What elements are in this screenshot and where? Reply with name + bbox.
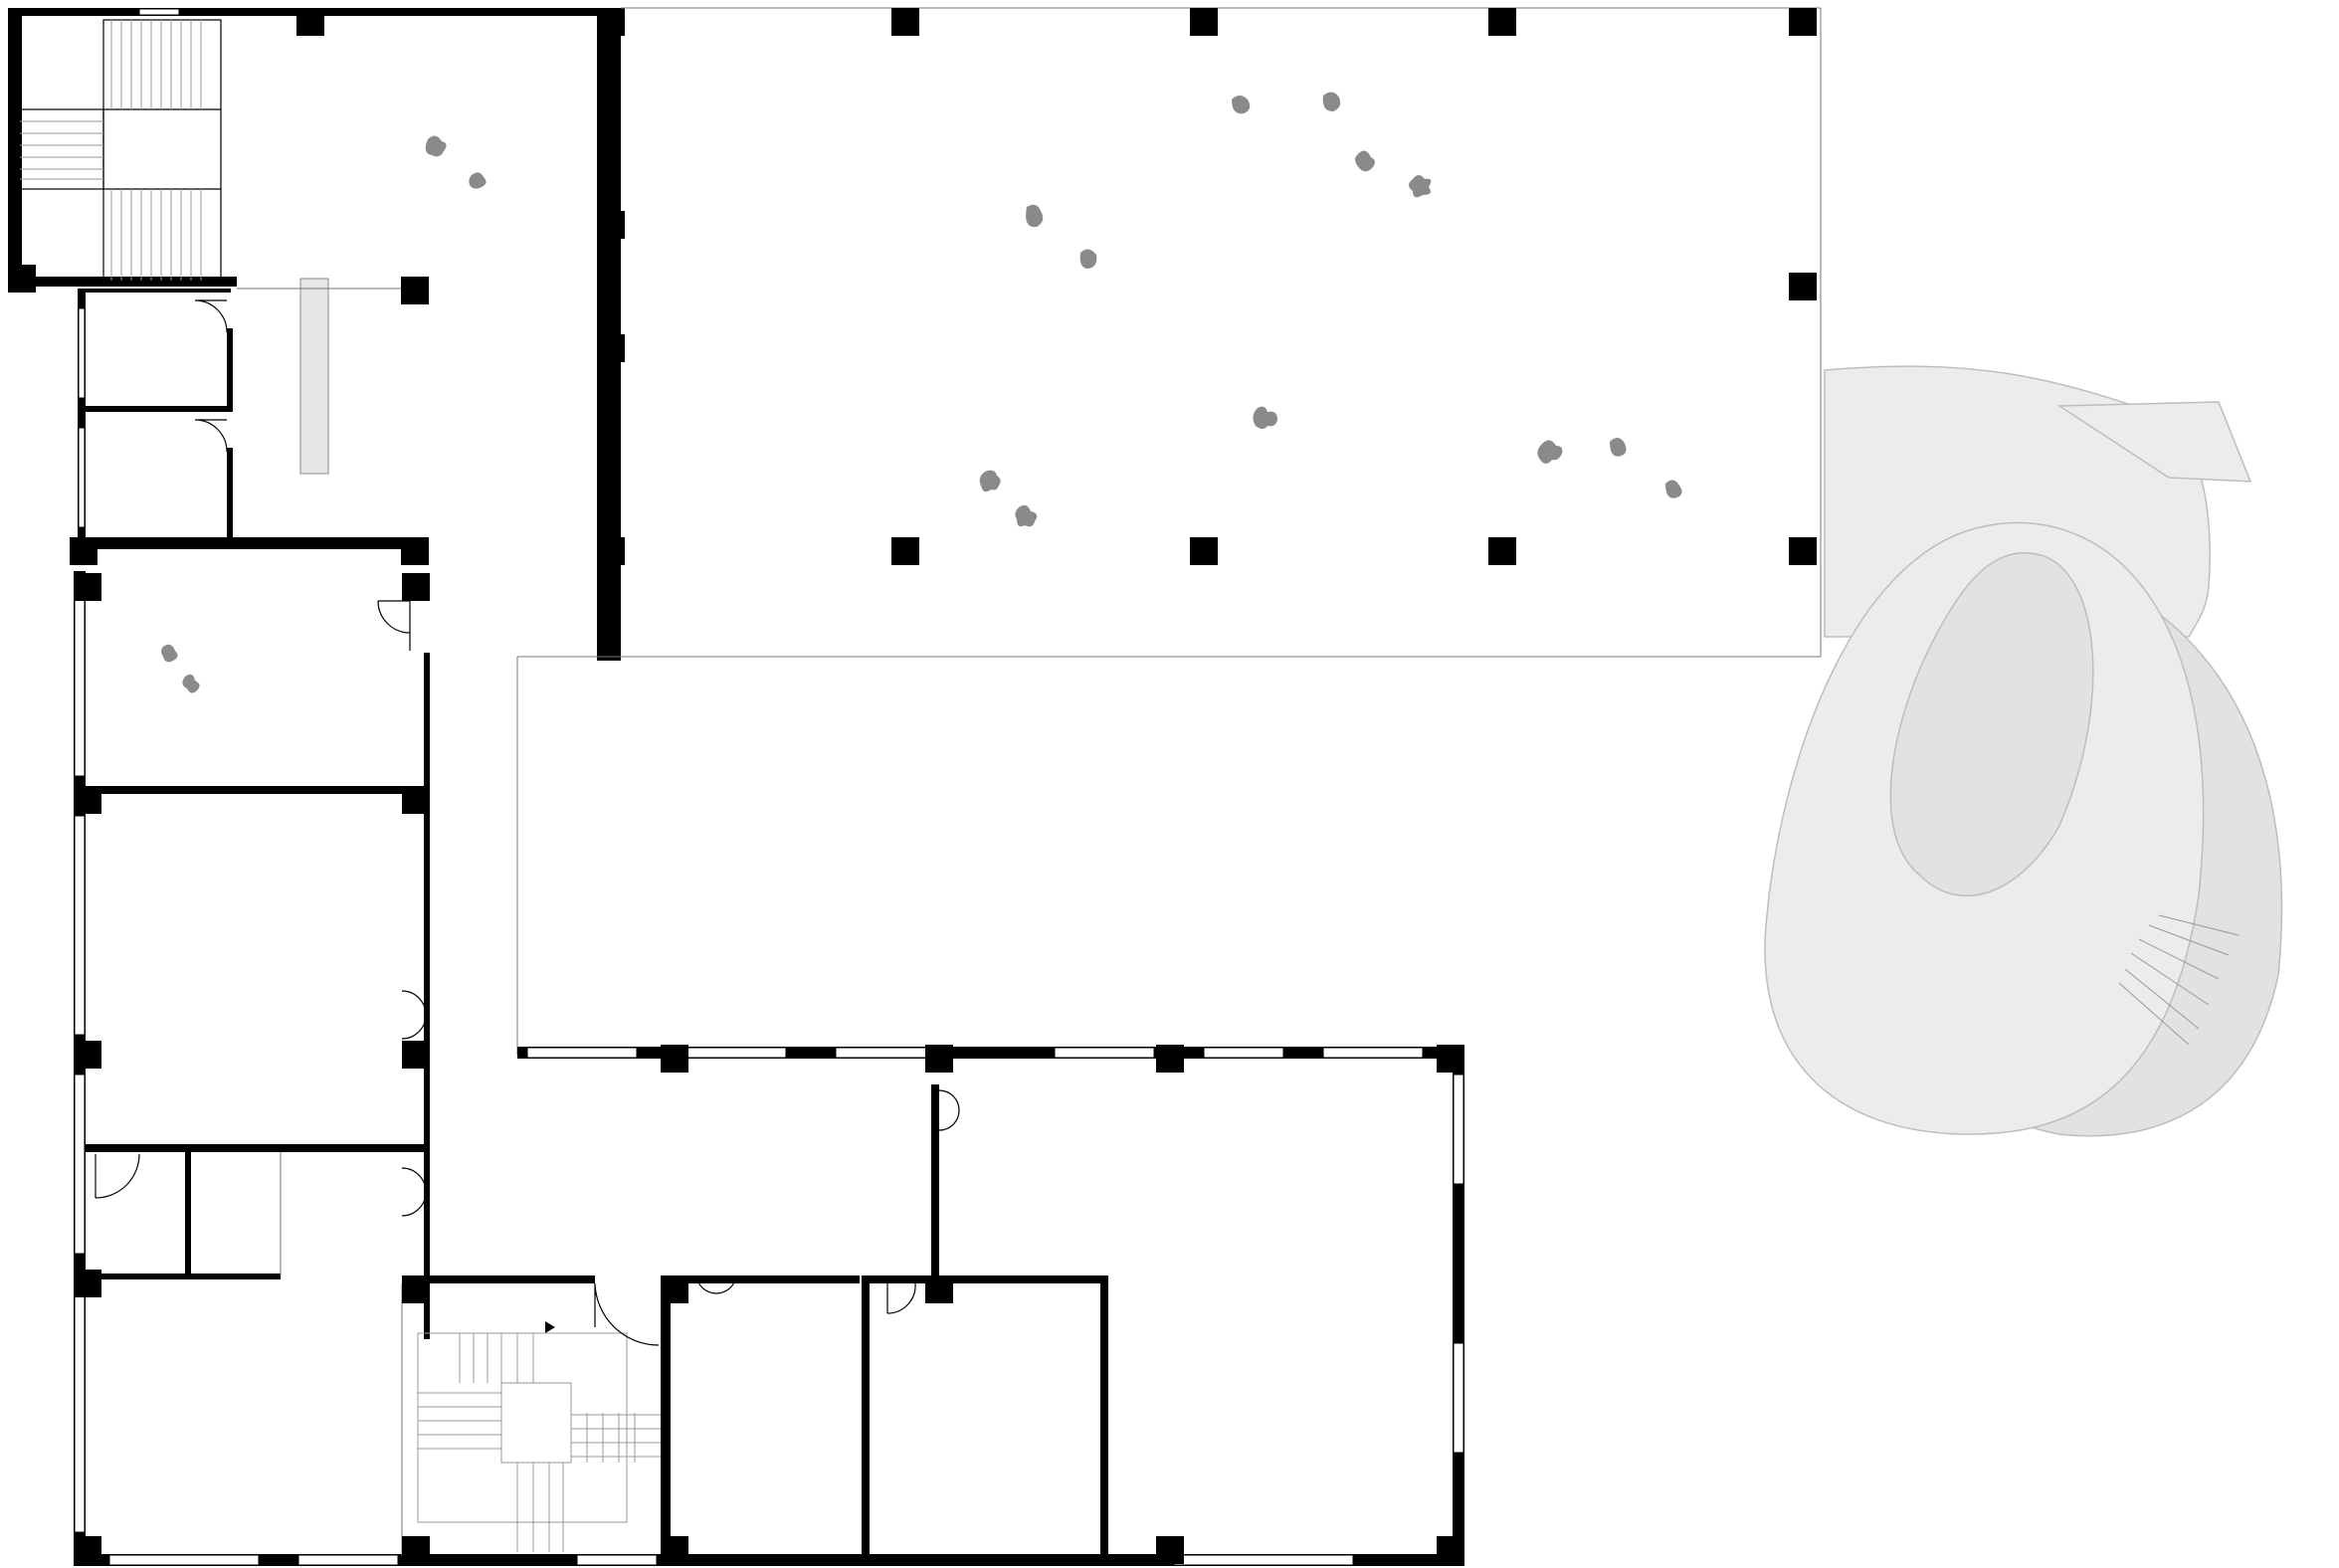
south-block (74, 1045, 1464, 1566)
north-west-block (8, 8, 625, 661)
north-east-courtyard (516, 7, 1822, 1055)
west-wing (74, 571, 430, 1566)
curved-pavilion (1764, 365, 2283, 1137)
